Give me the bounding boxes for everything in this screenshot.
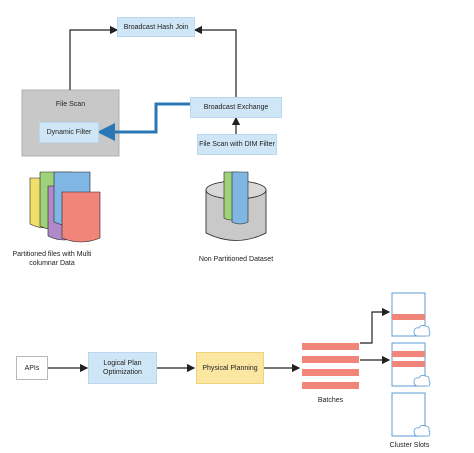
batch-bar xyxy=(302,382,359,389)
file-red xyxy=(61,191,101,243)
batch-bar xyxy=(302,356,359,363)
exchange-to-join-arrow xyxy=(193,25,237,97)
sheet-blue xyxy=(231,171,249,225)
non-partitioned-caption: Non Partitioned Dataset xyxy=(198,255,274,263)
partitioned-files-icon xyxy=(29,171,101,243)
physical-planning-box: Physical Planning xyxy=(196,352,264,384)
cluster-slot xyxy=(391,392,431,437)
batch-bar xyxy=(302,369,359,376)
apis-box: APIs xyxy=(16,356,48,380)
cluster-slots-label: Cluster Slots xyxy=(389,441,430,449)
batches-label: Batches xyxy=(317,396,344,404)
cloud-icon xyxy=(413,424,431,437)
batches-stack xyxy=(302,343,359,389)
broadcast-hash-join-box: Broadcast Hash Join xyxy=(117,17,195,37)
cloud-icon xyxy=(413,324,431,337)
dynamic-filter-box: Dynamic Filter xyxy=(39,122,99,143)
cloud-icon xyxy=(413,374,431,387)
cluster-slot xyxy=(391,292,431,337)
filescan-to-join-arrow xyxy=(69,25,119,90)
broadcast-exchange-box: Broadcast Exchange xyxy=(190,97,282,118)
file-scan-label: File Scan xyxy=(55,100,86,108)
file-scan-dim-box: File Scan with DIM Filter xyxy=(197,134,277,155)
batches-to-slot1-arrow xyxy=(360,307,391,344)
database-cylinder-icon xyxy=(205,171,267,241)
partitioned-files-caption: Partitioned files with Multi columnar Da… xyxy=(12,251,92,267)
dynamic-filter-arrow xyxy=(97,102,190,141)
logical-plan-box: Logical Plan Optimization xyxy=(88,352,157,384)
batch-bar xyxy=(302,343,359,350)
cluster-slot xyxy=(391,342,431,387)
